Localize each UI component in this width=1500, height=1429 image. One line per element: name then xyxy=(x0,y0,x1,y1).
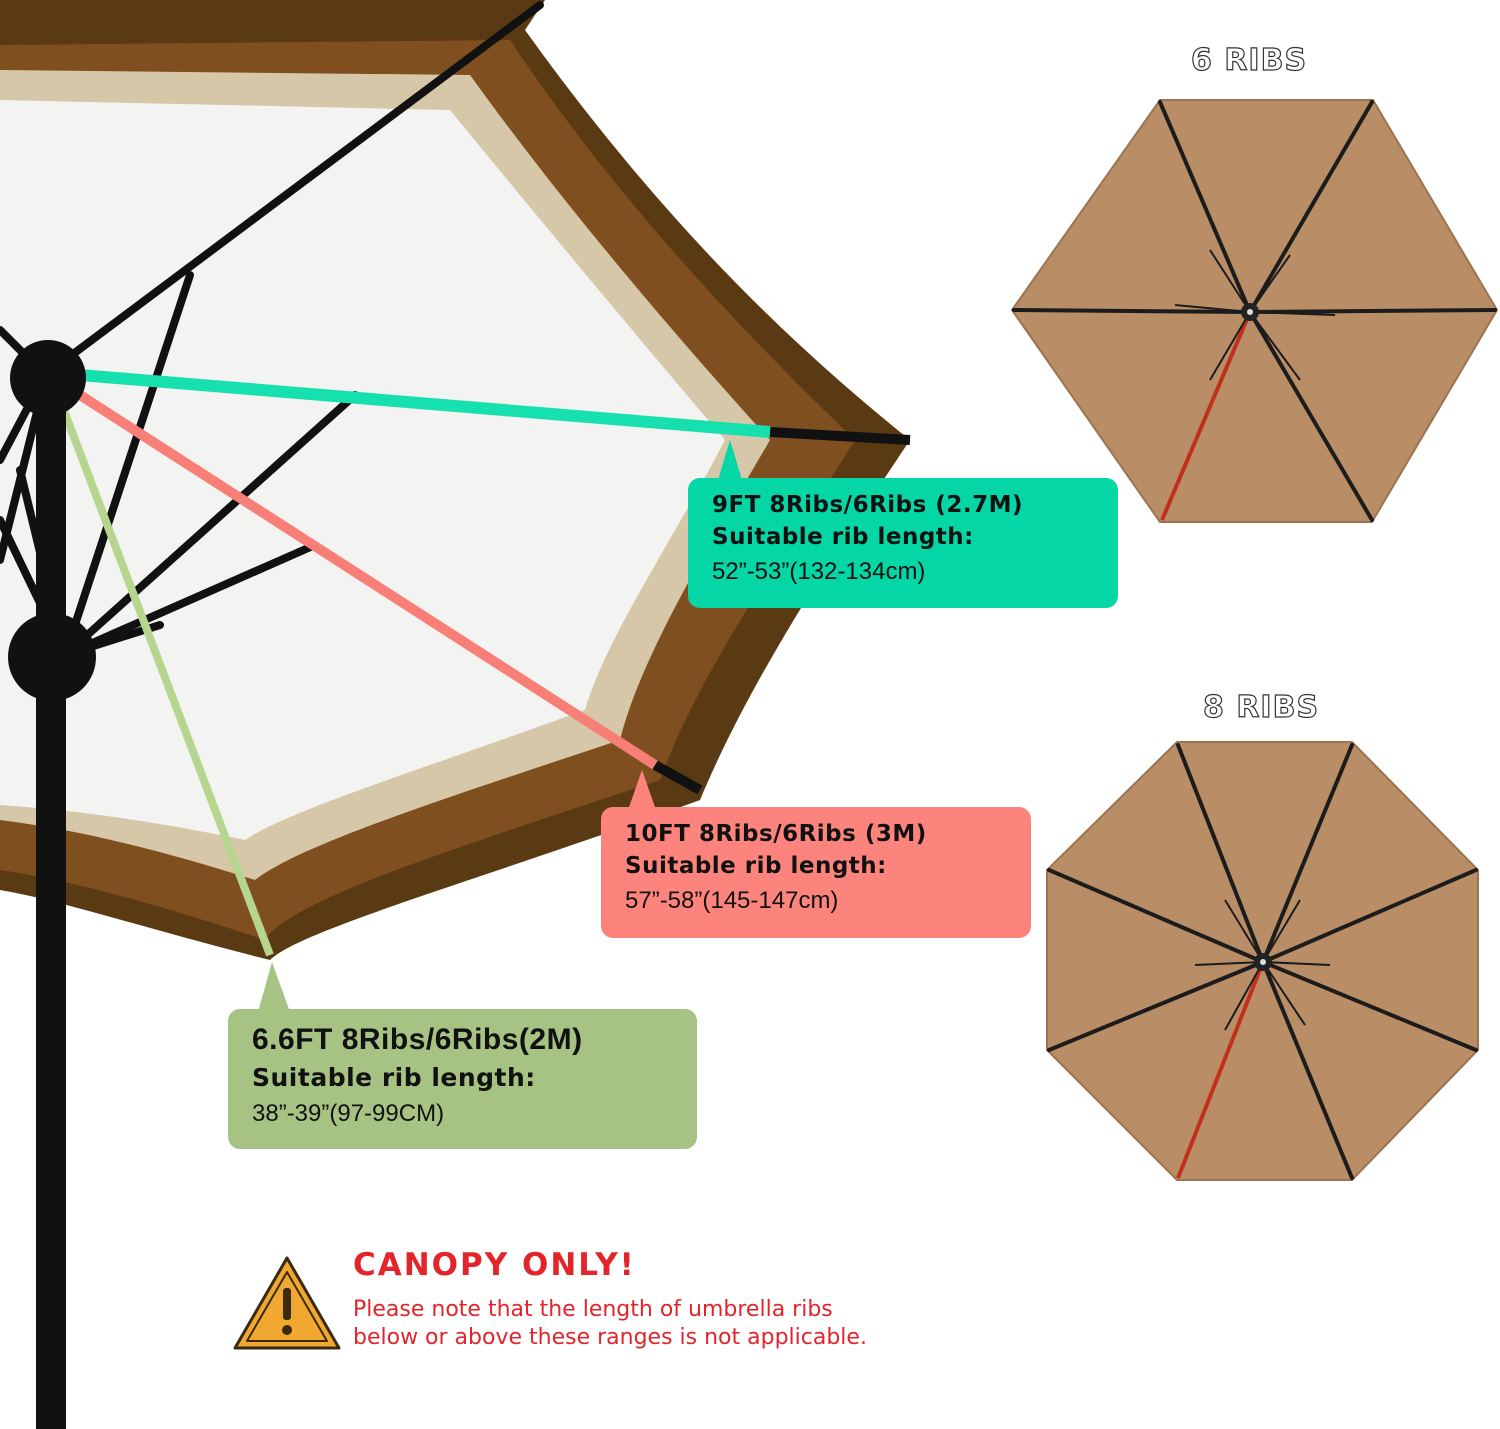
callout-9ft-metric: (2.7M) xyxy=(935,492,1023,518)
warning-title: CANOPY ONLY! xyxy=(353,1247,636,1283)
callout-6-6ft-label: Suitable rib length: xyxy=(252,1063,536,1092)
callout-9ft-ribs: 8Ribs/6Ribs xyxy=(769,492,927,518)
callout-6-6ft-heading: 6.6FT 8Ribs/6Ribs(2M) xyxy=(252,1023,673,1057)
umbrella-canopy xyxy=(0,0,911,960)
callout-66ft-pointer xyxy=(258,962,290,1012)
warning-line-1: Please note that the length of umbrella … xyxy=(353,1297,833,1322)
callout-9ft: 9FT 8Ribs/6Ribs (2.7M) Suitable rib leng… xyxy=(688,478,1118,608)
callout-10ft-size: 10FT xyxy=(625,821,691,847)
warning-text: Please note that the length of umbrella … xyxy=(353,1296,953,1352)
callout-10ft-label: Suitable rib length: xyxy=(625,853,887,879)
six-ribs-diagram xyxy=(1010,99,1499,523)
rib-9ft-marker xyxy=(79,369,771,438)
rib-10ft-marker xyxy=(77,390,658,770)
callout-10ft: 10FT 8Ribs/6Ribs (3M) Suitable rib lengt… xyxy=(601,807,1031,938)
callout-9ft-size: 9FT xyxy=(712,492,761,518)
callout-6-6ft: 6.6FT 8Ribs/6Ribs(2M) Suitable rib lengt… xyxy=(228,1009,697,1149)
callout-9ft-range: 52”-53”(132-134cm) xyxy=(712,558,926,585)
eight-ribs-title: 8 RIBS xyxy=(1202,689,1320,725)
callout-10ft-range: 57”-58”(145-147cm) xyxy=(625,887,839,914)
callout-6-6ft-ribs: 8Ribs/6Ribs(2M) xyxy=(341,1023,583,1056)
eight-ribs-diagram xyxy=(1046,741,1479,1181)
runner-hub xyxy=(8,613,96,701)
callout-6-6ft-range: 38”-39”(97-99CM) xyxy=(252,1100,445,1127)
warning-line-2: below or above these ranges is not appli… xyxy=(353,1325,867,1350)
callout-10ft-metric: (3M) xyxy=(864,821,927,847)
callout-10ft-pointer xyxy=(628,770,656,810)
top-hub xyxy=(10,340,86,416)
six-ribs-title: 6 RIBS xyxy=(1190,42,1308,78)
callout-10ft-ribs: 8Ribs/6Ribs xyxy=(698,821,857,847)
callout-6-6ft-size: 6.6FT xyxy=(252,1023,333,1056)
rib-66ft-marker xyxy=(56,398,274,957)
callout-9ft-heading: 9FT 8Ribs/6Ribs (2.7M) xyxy=(712,492,1094,518)
callout-9ft-pointer xyxy=(718,440,742,480)
callout-10ft-heading: 10FT 8Ribs/6Ribs (3M) xyxy=(625,821,1007,847)
umbrella-ribs xyxy=(0,1,544,659)
umbrella-pole xyxy=(36,380,66,1429)
callout-9ft-label: Suitable rib length: xyxy=(712,524,974,550)
warning-triangle-icon xyxy=(233,1256,341,1350)
